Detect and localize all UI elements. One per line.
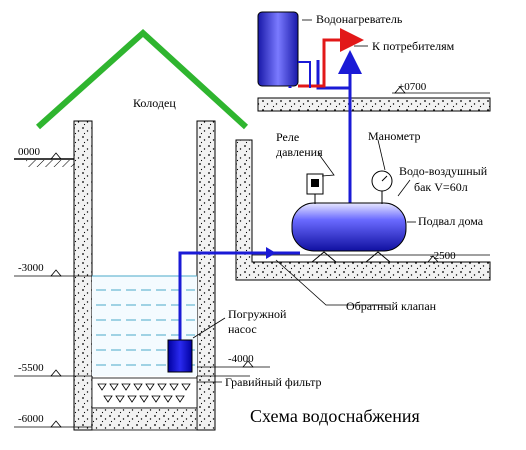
well-roof (35, 28, 249, 130)
check-valve (266, 247, 276, 259)
tank-label-2: бак V=60л (414, 180, 468, 194)
water-heater (257, 11, 299, 87)
floor-slab (257, 97, 491, 112)
gravel-triangles (97, 383, 191, 403)
tank-label-1: Водо-воздушный (399, 164, 488, 178)
submersible-pump (167, 339, 193, 373)
water-heater-label: Водонагреватель (316, 12, 403, 26)
check-valve-label: Обратный клапан (346, 299, 437, 313)
level-water: -3000 (18, 262, 44, 274)
pump-label-1: Погружной (228, 307, 287, 321)
well-wall-right (196, 120, 216, 431)
level-pump: -4000 (228, 353, 254, 365)
tank-supports (311, 251, 391, 263)
pressure-tank (291, 202, 407, 252)
suction-pipe (178, 251, 268, 340)
cold-to-heater (298, 61, 311, 88)
well-wall-left (73, 120, 93, 431)
to-consumers-label: К потребителям (372, 39, 455, 53)
diagram-title: Схема водоснабжения (250, 406, 420, 426)
manometer-label: Манометр (368, 129, 421, 143)
pressure-switch-icon (306, 173, 324, 204)
gravel-filter-label: Гравийный фильтр (225, 375, 322, 389)
level-ground: 0000 (18, 146, 41, 158)
basement-label: Подвал дома (418, 214, 484, 228)
level-well: -5500 (18, 362, 44, 374)
pressure-relay-label-1: Реле (276, 130, 299, 144)
level-basement: -2500 (430, 250, 456, 262)
level-floor: +0700 (398, 81, 427, 93)
pump-label-2: насос (228, 322, 257, 336)
well-label: Колодец (133, 96, 176, 110)
gauge-icon (371, 170, 393, 204)
pressure-relay-label-2: давления (276, 145, 323, 159)
gravel-filter (91, 377, 198, 409)
supply-pipe (316, 60, 352, 206)
level-bottom: -6000 (18, 413, 44, 425)
